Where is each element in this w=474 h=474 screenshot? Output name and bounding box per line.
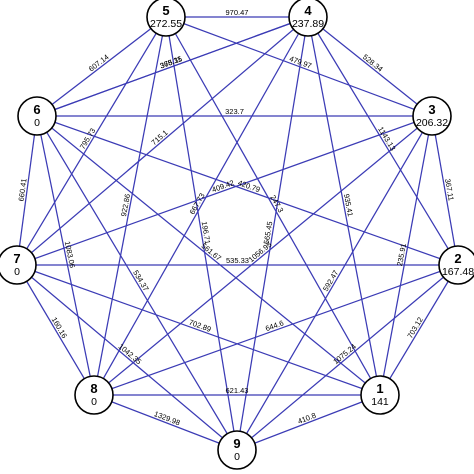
node-circle: [412, 96, 452, 136]
edge-3-9: [236, 115, 433, 451]
edge-label-5-3: 479.97: [288, 54, 313, 70]
node-value-label: 0: [91, 396, 97, 408]
node-value-label: 206.32: [416, 117, 448, 129]
edge-label-8-7: 160.16: [50, 316, 69, 340]
edge-3-1: [379, 115, 433, 396]
edge-label-2-1: 703.12: [405, 316, 425, 340]
edge-label-6-9: 534.37: [131, 269, 151, 293]
node-circle: [146, 0, 186, 37]
node-value-label: 0: [34, 117, 40, 129]
edge-6-1: [36, 115, 381, 396]
edge-6-4: [36, 16, 309, 117]
edge-label-8-1: 621.43: [226, 386, 249, 395]
node-id-label: 5: [162, 3, 169, 18]
edge-5-6: [36, 16, 167, 117]
edge-7-4: [16, 16, 309, 266]
node-value-label: 0: [234, 451, 240, 463]
edge-label-3-2: 367.11: [443, 178, 456, 202]
edge-4-3: [307, 16, 433, 117]
edge-label-6-2: 420.79: [237, 178, 262, 194]
edge-label-4-1: 935.41: [342, 193, 355, 217]
edge-2-9: [236, 264, 459, 451]
edge-7-1: [16, 264, 381, 396]
edge-4-8: [93, 16, 309, 396]
node-value-label: 237.89: [292, 18, 324, 30]
edge-label-7-9: 1042.35: [117, 342, 144, 366]
edge-4-9: [236, 16, 309, 451]
node-id-label: 9: [233, 436, 240, 451]
edge-4-1: [307, 16, 381, 396]
node-7: 70: [0, 245, 37, 285]
edge-label-5-7: 795.73: [78, 127, 98, 151]
node-id-label: 4: [304, 3, 312, 18]
edge-5-7: [16, 16, 167, 266]
edge-7-9: [16, 264, 238, 451]
node-id-label: 2: [454, 251, 461, 266]
node-circle: [74, 375, 114, 415]
node-8: 80: [74, 375, 114, 415]
node-value-label: 167.48: [442, 266, 474, 278]
edge-label-4-8: 667.73: [188, 192, 207, 216]
edge-4-2: [307, 16, 459, 266]
node-circle: [217, 430, 257, 470]
node-circle: [360, 375, 400, 415]
edge-5-1: [165, 16, 381, 396]
edge-6-8: [36, 115, 95, 396]
edge-8-7: [16, 264, 95, 396]
node-id-label: 6: [33, 102, 40, 117]
edge-label-5-4: 970.47: [226, 8, 249, 17]
node-value-label: 141: [371, 396, 389, 408]
node-id-label: 8: [90, 381, 97, 396]
edge-label-9-8: 1329.98: [153, 409, 182, 427]
edge-3-2: [431, 115, 459, 266]
edge-label-3-1: 235.91: [395, 243, 408, 267]
edge-label-6-1: 561.67: [200, 241, 223, 262]
edge-label-7-2: 535.33: [226, 256, 249, 265]
edges-layer: [16, 16, 459, 451]
edge-label-7-1: 702.89: [188, 318, 213, 334]
node-circle: [0, 245, 37, 285]
node-id-label: 3: [428, 102, 435, 117]
edge-5-9: [165, 16, 238, 451]
edge-9-8: [93, 394, 238, 451]
edge-7-6: [16, 115, 38, 266]
edge-label-7-6: 660.41: [17, 178, 29, 202]
node-circle: [288, 0, 328, 37]
node-circle: [17, 96, 57, 136]
edge-2-8: [93, 264, 459, 396]
edge-5-8: [93, 16, 167, 396]
edge-5-3: [165, 16, 433, 117]
edge-label-3-9: 592.47: [321, 269, 340, 293]
edge-label-5-8: 922.86: [119, 193, 132, 217]
edge-label-2-9: 1075.24: [331, 342, 358, 366]
edge-7-3: [16, 115, 433, 266]
node-value-label: 0: [14, 266, 20, 278]
node-value-label: 272.55: [150, 18, 182, 30]
edge-label-4-9: 565.45: [262, 221, 275, 245]
edge-6-2: [36, 115, 459, 266]
node-9: 90: [217, 430, 257, 470]
node-circle: [438, 245, 474, 285]
edge-label-5-9: 196.71: [200, 221, 213, 245]
edge-label-7-3: 409.42: [211, 178, 236, 194]
edge-6-9: [36, 115, 238, 451]
node-6: 60: [17, 96, 57, 136]
edge-2-1: [379, 264, 459, 396]
edge-label-6-3: 323.7: [225, 107, 244, 116]
edge-3-8: [93, 115, 433, 396]
node-id-label: 7: [13, 251, 20, 266]
edge-label-6-4: 375.11: [159, 54, 183, 70]
node-id-label: 1: [376, 381, 383, 396]
edge-label-5-1: 247.3: [268, 193, 285, 214]
edge-label-4-3: 528.34: [361, 52, 385, 73]
edge-1-9: [236, 394, 381, 451]
